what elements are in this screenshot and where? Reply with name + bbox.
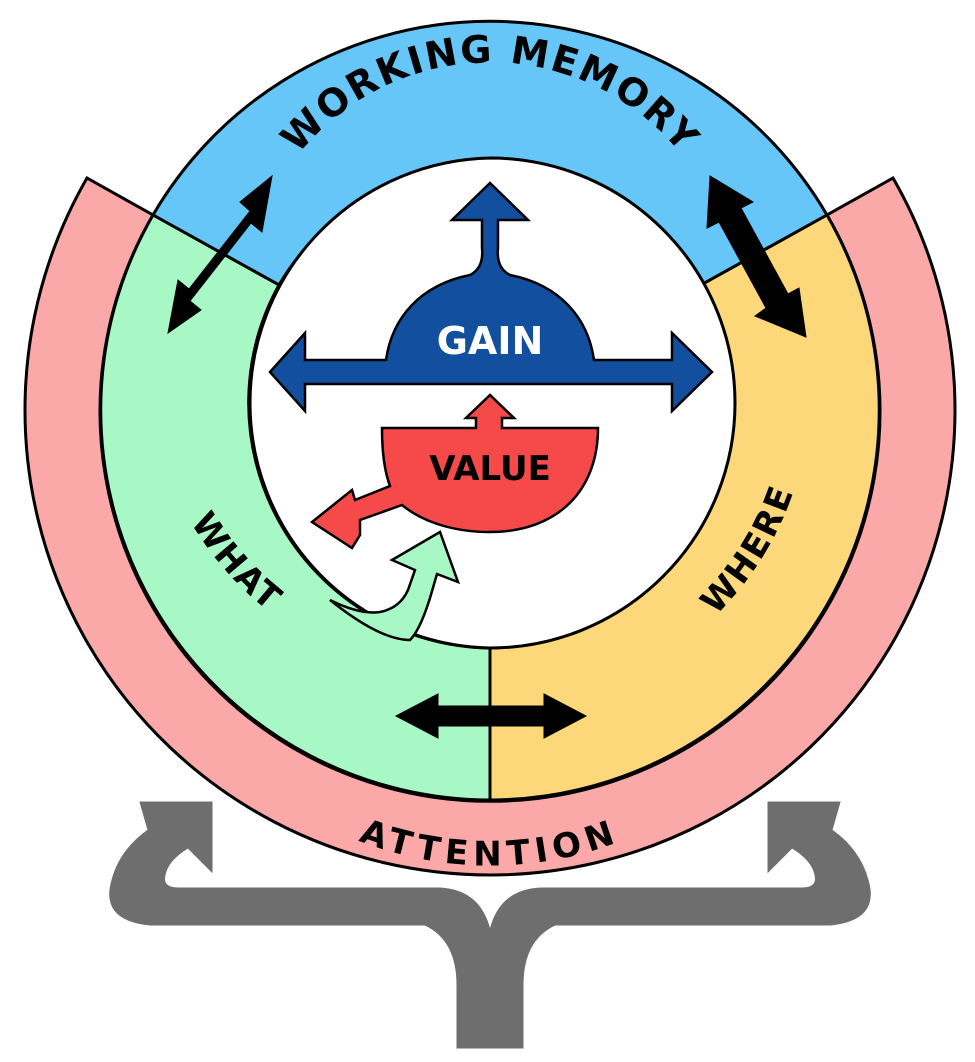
value-input-arrow-icon	[329, 530, 461, 642]
double-arrow-icon	[706, 175, 807, 338]
value-label: VALUE	[429, 449, 551, 489]
gain-bell-icon	[268, 181, 714, 415]
value-bowl-icon	[309, 393, 600, 550]
gain-label: GAIN	[437, 319, 544, 363]
forked-feedback-arrow-icon	[109, 801, 871, 1049]
double-arrow-icon	[394, 693, 588, 739]
double-arrow-icon	[167, 174, 273, 335]
